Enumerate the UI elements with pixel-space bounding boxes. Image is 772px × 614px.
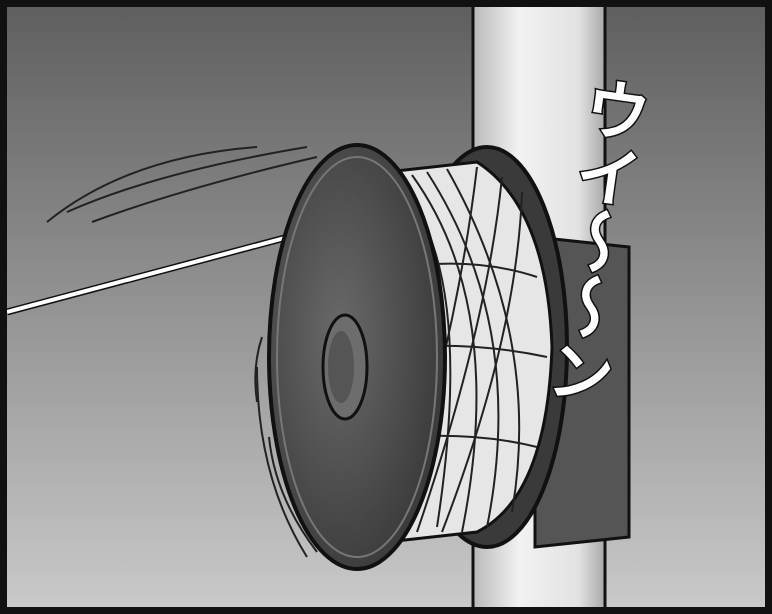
spool-rim <box>276 156 438 558</box>
spin-lines-icon <box>254 336 318 558</box>
spool-illustration: ウイ〜〜ン <box>7 7 657 607</box>
motion-lines-icon <box>46 146 318 223</box>
